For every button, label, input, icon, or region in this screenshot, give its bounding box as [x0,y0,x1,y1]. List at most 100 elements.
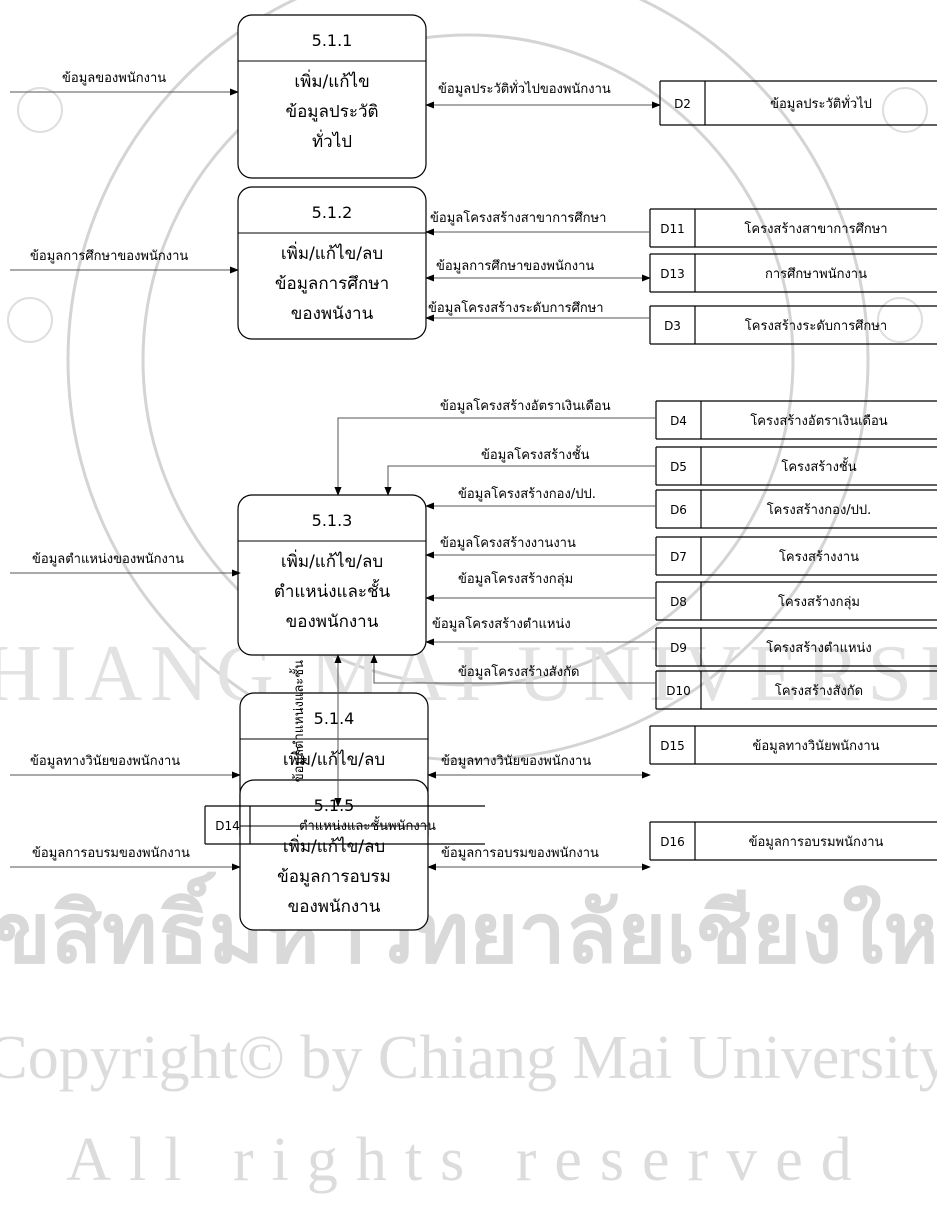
flow-label: ข้อมูลโครงสร้างตำแหน่ง [432,616,571,632]
data-flow: ข้อมูลโครงสร้างงานงาน [425,535,656,559]
data-store-d15: D15 ข้อมูลทางวินัยพนักงาน [649,725,937,765]
data-store-d10: D10 โครงสร้างสังกัด [655,670,937,710]
data-store-d16: D16 ข้อมูลการอบรมพนักงาน [649,821,937,861]
data-flow: ข้อมูลทางวินัยของพนักงาน [10,754,241,779]
data-store-d4: D4 โครงสร้างอัตราเงินเดือน [655,400,937,440]
process-id: 5.1.2 [312,203,353,222]
data-store-name: โครงสร้างกอง/ปป. [767,502,872,518]
data-store-d13: D13 การศึกษาพนักงาน [649,253,937,293]
process-label-line: ของพนักงาน [288,897,381,917]
flow-label: ข้อมูลโครงสร้างงานงาน [440,535,576,551]
process-label-line: เพิ่ม/แก้ไข/ลบ [283,747,385,770]
process-label-line: ของพนังาน [291,304,374,324]
process-id: 5.1.1 [312,31,353,50]
data-flow: ข้อมูลของพนักงาน [10,71,239,96]
flow-label: ข้อมูลการศึกษาของพนักงาน [436,259,594,274]
flow-label: ข้อมูลทางวินัยของพนักงาน [30,754,180,769]
data-store-name: การศึกษาพนักงาน [765,267,867,282]
process-label-line: ทั่วไป [312,129,352,152]
data-store-d6: D6 โครงสร้างกอง/ปป. [655,489,937,529]
watermark-rights: All rights reserved [66,1126,869,1194]
data-flow: ข้อมูลโครงสร้างอัตราเงินเดือน [334,398,656,496]
data-flow: ข้อมูลการศึกษาของพนักงาน [10,249,239,274]
data-flow: ข้อมูลตำแหน่งและชั้น [289,654,342,807]
data-store-id: D2 [674,97,691,111]
data-flow: ข้อมูลโครงสร้างระดับการศึกษา [425,300,650,322]
data-store-id: D13 [660,267,685,281]
data-store-name: ตำแหน่งและชั้นพนักงาน [299,816,436,834]
data-flow: ข้อมูลโครงสร้างสังกัด [370,654,656,684]
data-store-id: D15 [660,739,685,753]
data-store-id: D7 [670,550,687,564]
data-store-name: โครงสร้างงาน [779,549,859,565]
data-store-id: D16 [660,835,685,849]
data-store-id: D9 [670,641,687,655]
flow-label: ข้อมูลของพนักงาน [62,71,166,86]
flow-label: ข้อมูลการศึกษาของพนักงาน [30,249,188,264]
flow-label: ข้อมูลตำแหน่งและชั้น [289,660,307,782]
data-flow: ข้อมูลโครงสร้างชั้น [384,445,656,496]
data-flow: ข้อมูลประวัติทั่วไปของพนักงาน [425,80,661,109]
data-store-id: D11 [660,222,685,236]
data-store-id: D5 [670,460,687,474]
data-flow: ข้อมูลทางวินัยของพนักงาน [427,754,651,779]
data-flow: ข้อมูลการศึกษาของพนักงาน [425,259,651,282]
watermark-university: CHIANG MAI UNIVERSITY [0,630,937,718]
process-label-line: ของพนักงาน [286,612,379,632]
data-store-name: ข้อมูลทางวินัยพนักงาน [752,739,879,754]
data-store-id: D6 [670,503,687,517]
watermark-copyright: Copyright© by Chiang Mai University [0,1024,937,1092]
flow-arrow [384,465,656,496]
process-5-1-2: 5.1.2เพิ่ม/แก้ไข/ลบข้อมูลการศึกษาของพนัง… [237,186,427,340]
data-flow: ข้อมูลโครงสร้างกอง/ปป. [425,486,656,510]
data-flow: ข้อมูลการอบรมของพนักงาน [427,846,651,871]
flow-label: ข้อมูลโครงสร้างกลุ่ม [458,571,573,587]
data-store-name: ข้อมูลการอบรมพนักงาน [749,835,884,850]
data-store-id: D14 [215,819,240,833]
data-store-id: D4 [670,414,687,428]
process-label-line: เพิ่ม/แก้ไข [294,69,369,92]
process-label-line: ตำแหน่งและชั้น [274,579,391,602]
data-store-name: โครงสร้างสังกัด [775,683,863,699]
flow-label: ข้อมูลโครงสร้างชั้น [481,445,590,463]
data-flow: ข้อมูลโครงสร้างกลุ่ม [425,571,656,602]
data-store-d14: D14 ตำแหน่งและชั้นพนักงาน [204,805,485,845]
data-store-id: D3 [664,319,681,333]
flow-label: ข้อมูลทางวินัยของพนักงาน [441,754,591,769]
data-store-name: โครงสร้างกลุ่ม [778,594,860,610]
data-flow: ข้อมูลตำแหน่งของพนักงาน [10,552,241,577]
data-flow: ข้อมูลโครงสร้างสาขาการศึกษา [425,210,650,236]
flow-arrow [334,417,656,496]
flow-label: ข้อมูลโครงสร้างสาขาการศึกษา [430,210,606,226]
flow-label: ข้อมูลการอบรมของพนักงาน [32,846,190,861]
flow-label: ข้อมูลโครงสร้างอัตราเงินเดือน [440,398,611,414]
data-store-id: D10 [666,684,691,698]
data-flow: ข้อมูลโครงสร้างตำแหน่ง [425,616,656,646]
watermark-thai: ลิขสิทธิ์มหาวิทยาลัยเชียงใหม่ [0,871,937,982]
data-store-name: โครงสร้างชั้น [781,457,856,475]
data-store-d2: D2 ข้อมูลประวัติทั่วไป [659,80,937,126]
flow-label: ข้อมูลประวัติทั่วไปของพนักงาน [438,80,611,97]
flow-arrow [370,654,656,684]
data-store-name: ข้อมูลประวัติทั่วไป [770,95,872,112]
process-label-line: ข้อมูลการอบรม [277,867,391,887]
flow-label: ข้อมูลการอบรมของพนักงาน [441,846,599,861]
process-id: 5.1.3 [312,511,353,530]
process-5-1-1: 5.1.1เพิ่ม/แก้ไขข้อมูลประวัติทั่วไป [237,14,427,179]
flow-label: ข้อมูลตำแหน่งของพนักงาน [32,552,184,567]
data-store-d5: D5 โครงสร้างชั้น [655,446,937,486]
data-store-name: โครงสร้างตำแหน่ง [766,640,872,656]
process-5-1-5: 5.1.5เพิ่ม/แก้ไข/ลบข้อมูลการอบรมของพนักง… [239,779,429,931]
data-flow: ข้อมูลการอบรมของพนักงาน [10,846,241,871]
process-id: 5.1.4 [314,709,355,728]
data-store-name: โครงสร้างอัตราเงินเดือน [750,413,887,429]
data-store-d9: D9 โครงสร้างตำแหน่ง [655,627,937,667]
flow-label: ข้อมูลโครงสร้างสังกัด [458,664,579,680]
process-5-1-3: 5.1.3เพิ่ม/แก้ไข/ลบตำแหน่งและชั้นของพนัก… [237,494,427,656]
process-label-line: เพิ่ม/แก้ไข/ลบ [281,241,383,264]
